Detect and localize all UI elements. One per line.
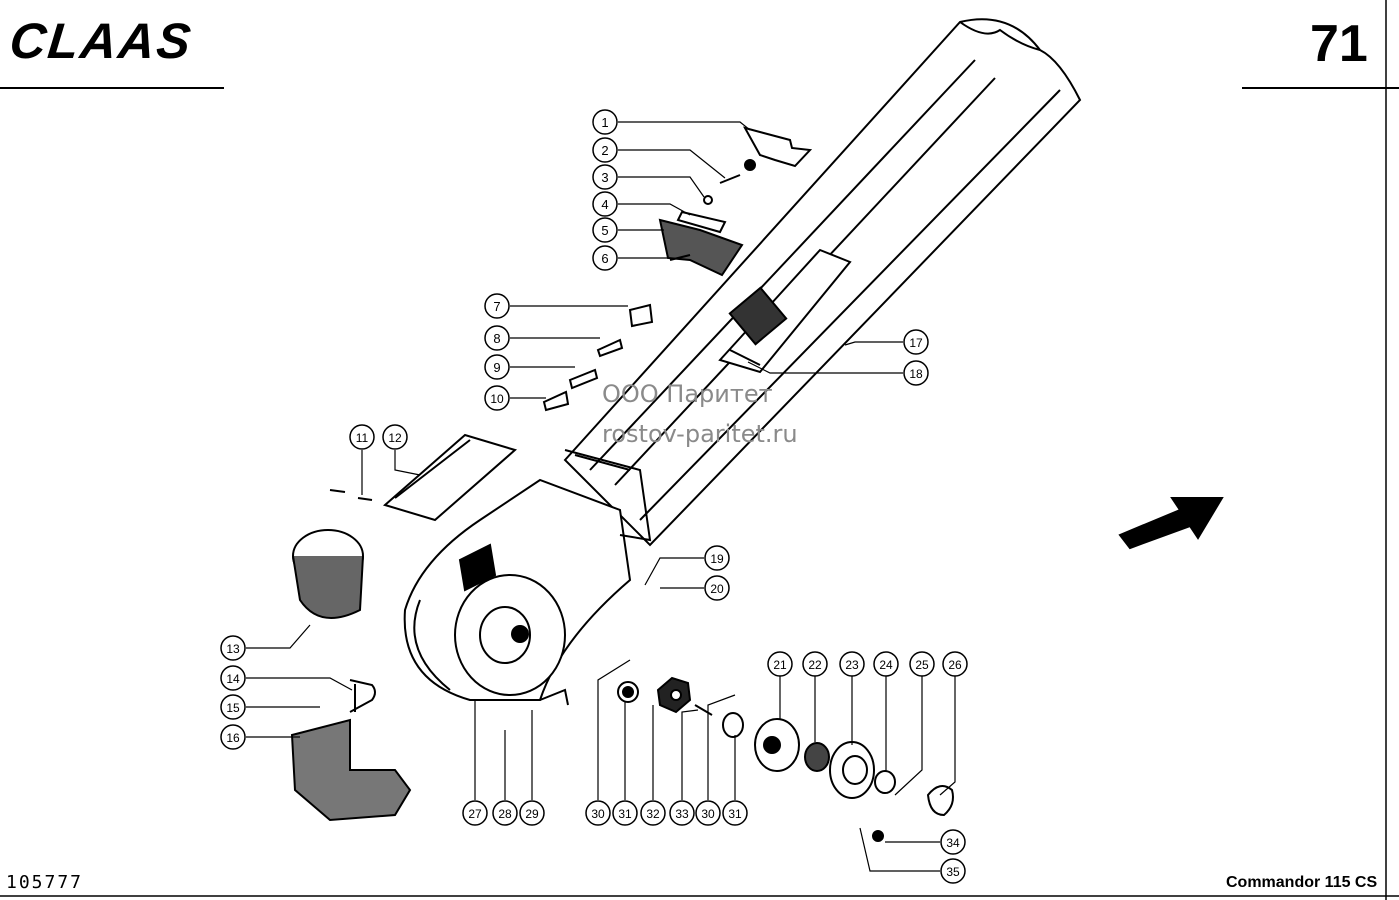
callout-29: [519, 800, 545, 826]
callout-label-22: 22: [808, 658, 822, 672]
callout-label-10: 10: [490, 392, 504, 406]
callout-label-30a: 30: [591, 807, 605, 821]
callout-9: [484, 354, 510, 380]
leader-lines: [246, 121, 956, 872]
callout-label-34: 34: [946, 836, 960, 850]
callout-25: [909, 651, 935, 677]
callout-27: [462, 800, 488, 826]
callout-5: [592, 217, 618, 243]
callout-label-29: 29: [525, 807, 539, 821]
callout-24: [873, 651, 899, 677]
callout-30a: [585, 800, 611, 826]
drive-housing: [403, 478, 632, 706]
callout-label-27: 27: [468, 807, 482, 821]
drive-hardware: [617, 676, 954, 842]
flow-direction-arrow: [1118, 497, 1224, 550]
callout-label-19: 19: [710, 552, 724, 566]
callout-18: [903, 360, 929, 386]
callout-19: [704, 545, 730, 571]
callout-label-2: 2: [601, 143, 608, 158]
tube-bracket: [564, 449, 652, 542]
callout-12: [382, 424, 408, 450]
inspection-window: [718, 248, 852, 374]
strap: [290, 718, 412, 822]
callout-11: [349, 424, 375, 450]
drawing-number: 105777: [6, 872, 84, 893]
callout-1: [592, 109, 618, 135]
callout-10: [484, 385, 510, 411]
callout-22: [802, 651, 828, 677]
callout-label-31a: 31: [618, 807, 632, 821]
callout-30b: [695, 800, 721, 826]
callout-33: [669, 800, 695, 826]
band-ring: [292, 529, 364, 619]
callout-23: [839, 651, 865, 677]
callout-label-20: 20: [710, 582, 724, 596]
callout-label-18: 18: [909, 367, 923, 381]
cover-plate: [382, 433, 518, 522]
callout-14: [220, 665, 246, 691]
callout-label-24: 24: [879, 658, 893, 672]
callout-35: [940, 858, 966, 884]
callout-label-3: 3: [601, 170, 608, 185]
callout-label-33: 33: [675, 807, 689, 821]
callout-label-32: 32: [646, 807, 660, 821]
u-bolt: [349, 679, 376, 713]
callout-label-15: 15: [226, 701, 240, 715]
callout-3: [592, 164, 618, 190]
callout-label-12: 12: [388, 431, 402, 445]
callout-label-25: 25: [915, 658, 929, 672]
callout-label-8: 8: [493, 331, 500, 346]
watermark-company: ООО Паритет: [602, 380, 773, 408]
callout-label-21: 21: [773, 658, 787, 672]
callout-label-35: 35: [946, 865, 960, 879]
watermark-website: rostov-paritet.ru: [602, 420, 798, 448]
callout-13: [220, 635, 246, 661]
callout-label-7: 7: [493, 299, 500, 314]
model-name: Commandor 115 CS: [1226, 874, 1378, 891]
callout-28: [492, 800, 518, 826]
callout-label-14: 14: [226, 672, 240, 686]
top-small-parts: [329, 126, 813, 501]
callout-label-9: 9: [493, 360, 500, 375]
callout-6: [592, 245, 618, 271]
callout-label-28: 28: [498, 807, 512, 821]
callout-label-23: 23: [845, 658, 859, 672]
callout-21: [767, 651, 793, 677]
callout-label-1: 1: [601, 115, 608, 130]
callout-label-16: 16: [226, 731, 240, 745]
callout-8: [484, 325, 510, 351]
page-number: 71: [1310, 15, 1368, 73]
callout-label-11: 11: [356, 431, 369, 445]
callout-label-6: 6: [601, 251, 608, 266]
callout-31a: [612, 800, 638, 826]
callout-15: [220, 694, 246, 720]
callout-4: [592, 191, 618, 217]
callout-label-30b: 30: [701, 807, 715, 821]
callout-label-4: 4: [601, 197, 608, 212]
callout-label-31b: 31: [728, 807, 742, 821]
callout-label-5: 5: [601, 223, 608, 238]
callout-31b: [722, 800, 748, 826]
callout-26: [942, 651, 968, 677]
callout-markers: 1 2 3 4 5 6 7 8 9 10 11 12 13: [220, 109, 968, 884]
callout-17: [903, 329, 929, 355]
callout-20: [704, 575, 730, 601]
callout-7: [484, 293, 510, 319]
callout-32: [640, 800, 666, 826]
callout-2: [592, 137, 618, 163]
callout-34: [940, 829, 966, 855]
callout-label-26: 26: [948, 658, 962, 672]
callout-16: [220, 724, 246, 750]
callout-label-17: 17: [909, 336, 923, 350]
callout-label-13: 13: [226, 642, 240, 656]
